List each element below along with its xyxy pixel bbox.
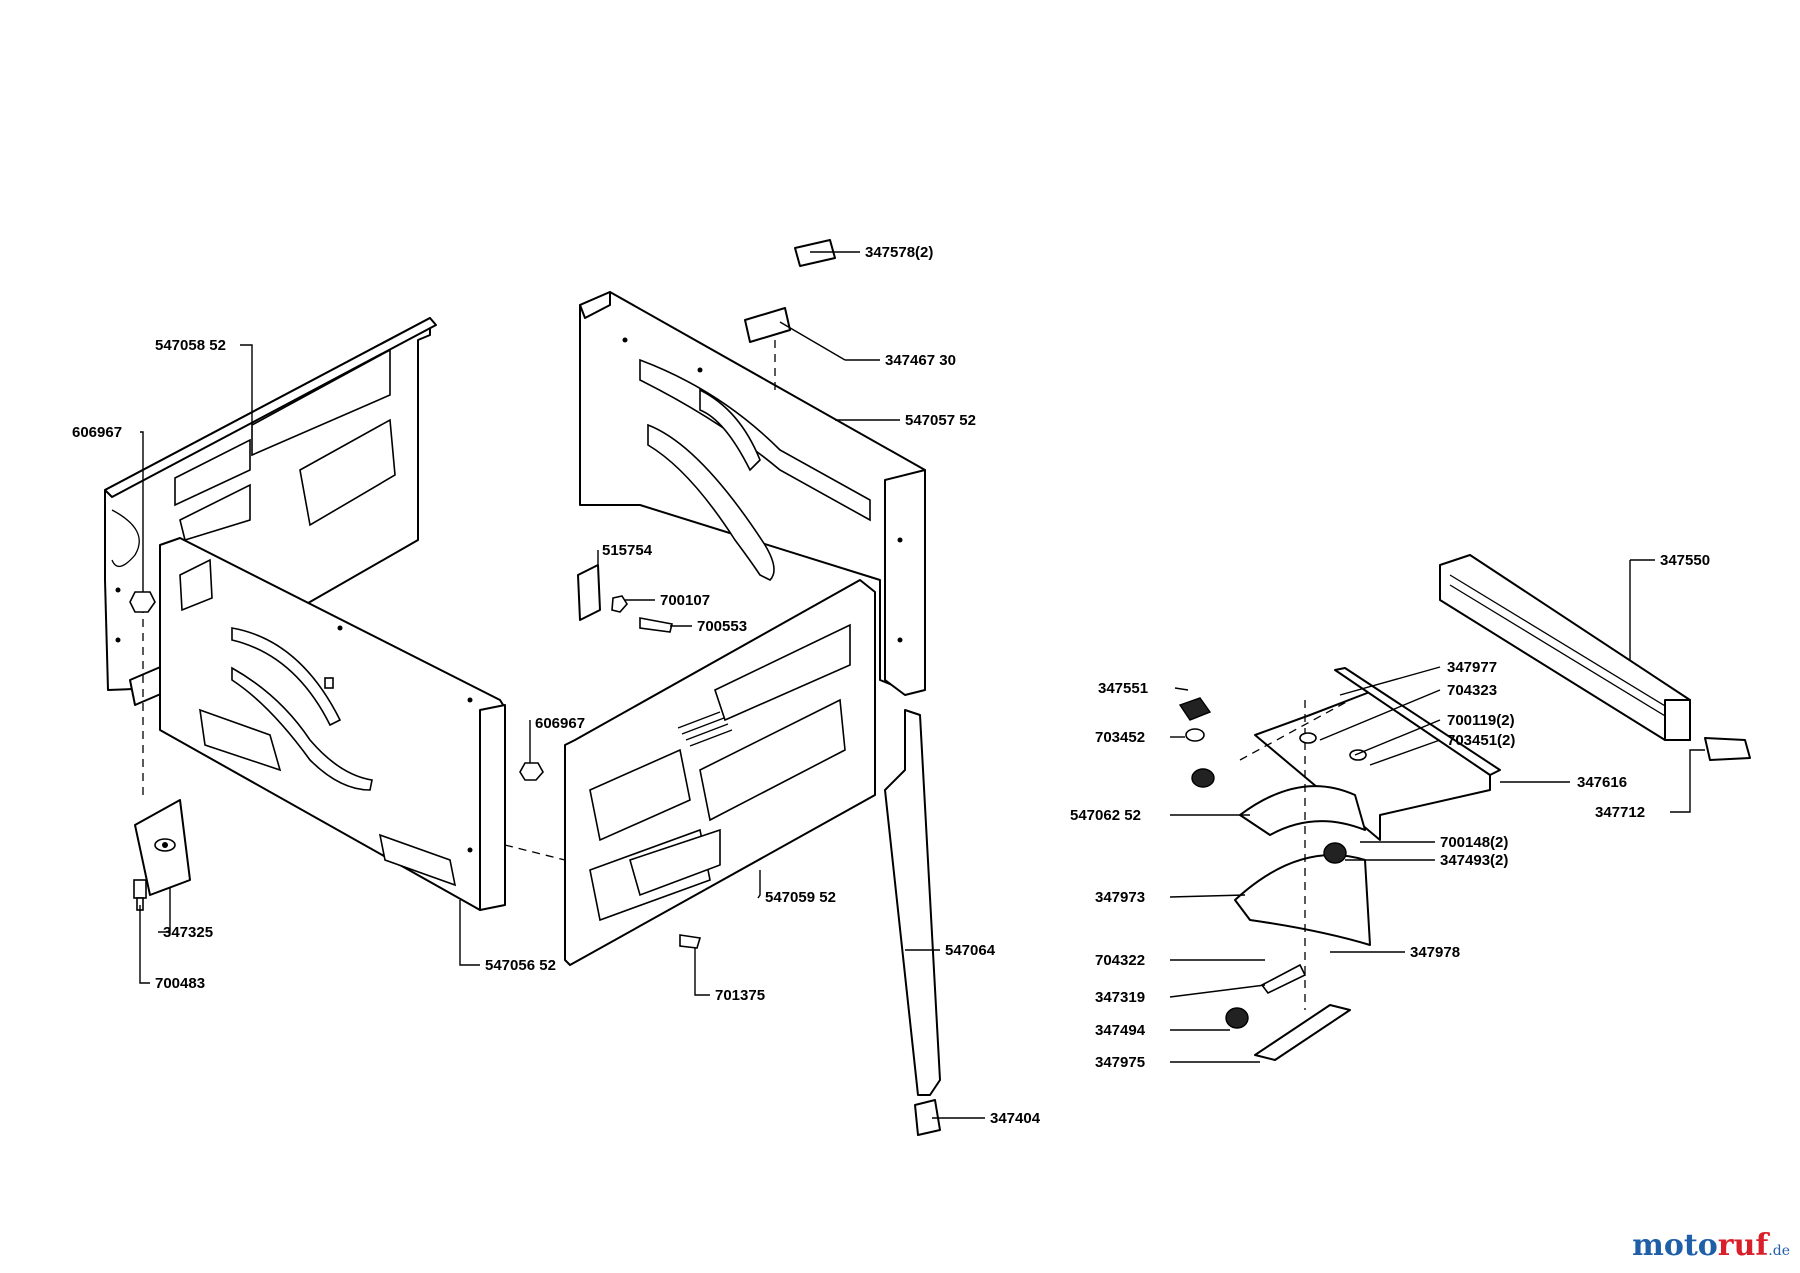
label-703451: 703451(2) bbox=[1447, 732, 1515, 749]
label-700148: 700148(2) bbox=[1440, 834, 1508, 851]
leader-lines bbox=[139, 251, 1705, 1119]
part-drawings bbox=[104, 239, 1751, 1136]
label-700119: 700119(2) bbox=[1447, 712, 1515, 729]
label-515754: 515754 bbox=[602, 542, 653, 559]
screw-701375 bbox=[679, 934, 702, 949]
right-front-panel bbox=[564, 579, 876, 966]
bar-347975 bbox=[1254, 1004, 1351, 1061]
pin-347319 bbox=[1260, 963, 1307, 995]
label-700553: 700553 bbox=[697, 618, 747, 635]
left-front-panel bbox=[159, 537, 506, 911]
knob-347551 bbox=[1178, 697, 1212, 721]
nut-606967-right bbox=[519, 762, 544, 781]
watermark-suffix: .de bbox=[1768, 1243, 1790, 1259]
label-347616: 347616 bbox=[1577, 774, 1627, 791]
knob-347494 bbox=[1225, 1007, 1249, 1029]
end-cap-347712 bbox=[1704, 737, 1751, 761]
vent-slots bbox=[677, 711, 733, 747]
bolt-700553 bbox=[639, 617, 673, 633]
label-347325: 347325 bbox=[163, 924, 213, 941]
rip-fence-347550 bbox=[1439, 554, 1691, 741]
miter-gauge-assembly bbox=[1178, 667, 1501, 1061]
label-606967-right: 606967 bbox=[535, 715, 585, 732]
label-547059-52: 547059 52 bbox=[765, 889, 836, 906]
bracket-515754 bbox=[577, 564, 601, 621]
clip-347578 bbox=[794, 239, 836, 267]
label-700483: 700483 bbox=[155, 975, 205, 992]
foot-cap-347404 bbox=[914, 1099, 941, 1136]
watermark-part-b: ruf bbox=[1717, 1228, 1769, 1263]
nut-700107 bbox=[611, 595, 628, 613]
motoruf-watermark: motoruf.de bbox=[1632, 1228, 1790, 1263]
label-347494: 347494 bbox=[1095, 1022, 1146, 1039]
label-347978: 347978 bbox=[1410, 944, 1460, 961]
label-347467-30: 347467 30 bbox=[885, 352, 956, 369]
label-700107: 700107 bbox=[660, 592, 710, 609]
label-547064: 547064 bbox=[945, 942, 996, 959]
label-547057-52: 547057 52 bbox=[905, 412, 976, 429]
back-center-panel bbox=[579, 291, 926, 696]
label-547058-52: 547058 52 bbox=[155, 337, 226, 354]
nut-606967-left bbox=[129, 591, 156, 613]
label-701375: 701375 bbox=[715, 987, 765, 1004]
label-347977: 347977 bbox=[1447, 659, 1497, 676]
knob-347493 bbox=[1323, 842, 1347, 864]
label-347551: 347551 bbox=[1098, 680, 1148, 697]
label-347578: 347578(2) bbox=[865, 244, 933, 261]
label-347404: 347404 bbox=[990, 1110, 1041, 1127]
label-347493: 347493(2) bbox=[1440, 852, 1508, 869]
label-703452: 703452 bbox=[1095, 729, 1145, 746]
washer-703452 bbox=[1185, 728, 1205, 742]
label-347319: 347319 bbox=[1095, 989, 1145, 1006]
leg-547064 bbox=[884, 709, 941, 1096]
label-347973: 347973 bbox=[1095, 889, 1145, 906]
label-347975: 347975 bbox=[1095, 1054, 1145, 1071]
foot-347325 bbox=[134, 799, 191, 896]
label-704322: 704322 bbox=[1095, 952, 1145, 969]
label-547056-52: 547056 52 bbox=[485, 957, 556, 974]
knob-703452-front bbox=[1191, 768, 1215, 788]
label-347712: 347712 bbox=[1595, 804, 1645, 821]
label-347550: 347550 bbox=[1660, 552, 1710, 569]
block-347467 bbox=[744, 307, 791, 343]
watermark-part-a: moto bbox=[1632, 1228, 1718, 1263]
label-547062-52: 547062 52 bbox=[1070, 807, 1141, 824]
part-labels: 347578(2) 347467 30 547058 52 547057 52 … bbox=[72, 244, 1710, 1127]
bolt-700483 bbox=[133, 879, 147, 911]
label-606967-left: 606967 bbox=[72, 424, 122, 441]
label-704323: 704323 bbox=[1447, 682, 1497, 699]
